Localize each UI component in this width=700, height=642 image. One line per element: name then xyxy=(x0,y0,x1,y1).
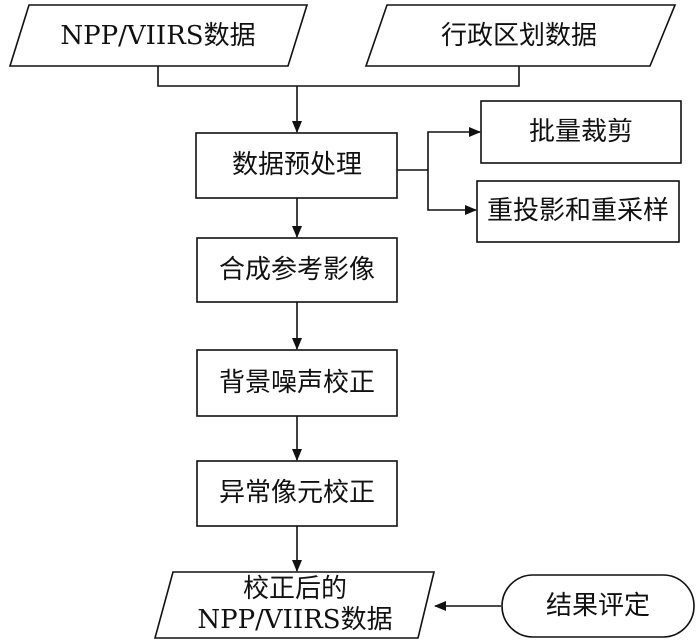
composite-label: 合成参考影像 xyxy=(219,255,375,285)
admin-input-label: 行政区划数据 xyxy=(441,21,597,51)
batch-clip-node: 批量裁剪 xyxy=(480,100,682,164)
admin-input-node: 行政区划数据 xyxy=(364,4,677,67)
reproject-node: 重投影和重采样 xyxy=(476,180,680,243)
anomaly-node: 异常像元校正 xyxy=(196,460,398,527)
batch-clip-label: 批量裁剪 xyxy=(529,117,633,147)
bg-noise-label: 背景噪声校正 xyxy=(219,368,375,398)
edge-npp-to-merge xyxy=(157,66,297,87)
composite-node: 合成参考影像 xyxy=(196,237,398,303)
preprocess-label: 数据预处理 xyxy=(232,150,362,180)
npp-input-label: NPP/VIIRS数据 xyxy=(60,21,255,51)
output-label-line2: NPP/VIIRS数据 xyxy=(197,605,392,635)
edge-branch-to-batch-clip xyxy=(427,127,481,170)
edge-admin-to-merge xyxy=(297,66,520,87)
evaluation-label: 结果评定 xyxy=(546,591,650,621)
output-node: 校正后的 NPP/VIIRS数据 xyxy=(153,571,436,639)
output-label-line1: 校正后的 xyxy=(243,574,347,604)
bg-noise-node: 背景噪声校正 xyxy=(196,349,398,417)
preprocess-node: 数据预处理 xyxy=(195,132,398,199)
edge-branch-to-reproject xyxy=(427,170,477,215)
evaluation-node: 结果评定 xyxy=(501,574,695,638)
npp-input-node: NPP/VIIRS数据 xyxy=(8,4,309,67)
reproject-label: 重投影和重采样 xyxy=(487,196,669,226)
anomaly-label: 异常像元校正 xyxy=(219,478,375,508)
